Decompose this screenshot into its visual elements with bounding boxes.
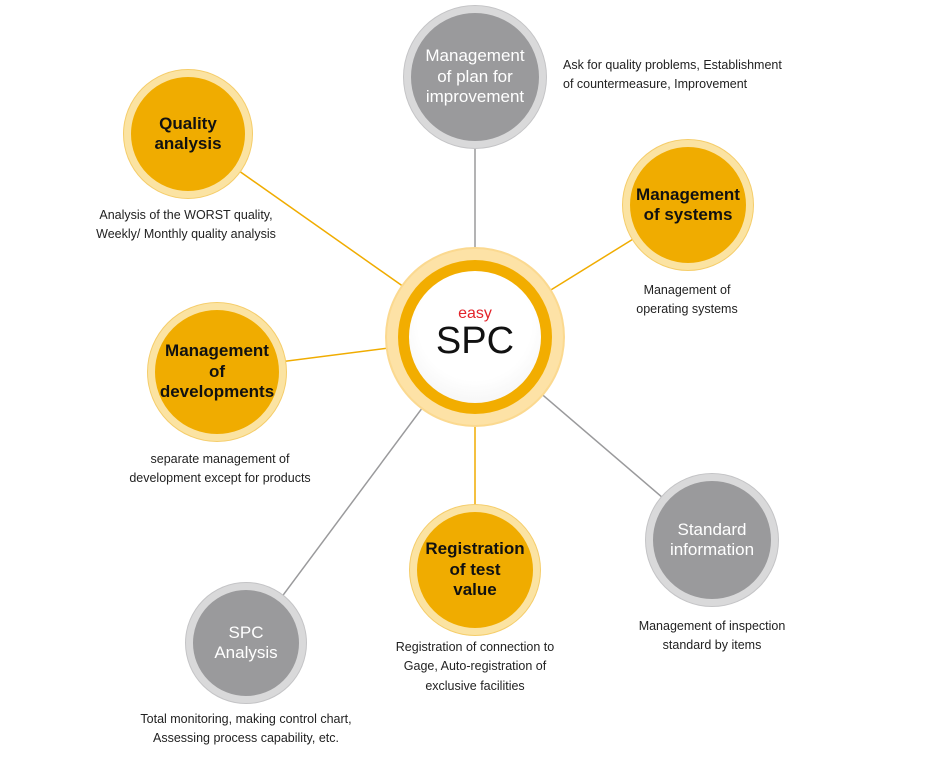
node-label: Management of plan for improvement	[425, 46, 525, 107]
node-label: Registration of test value	[425, 539, 525, 600]
desc-plan-improvement: Ask for quality problems, Establishment …	[563, 58, 782, 92]
desc-management-systems: Management of operating systems	[636, 283, 738, 317]
desc-quality-analysis: Analysis of the WORST quality, Weekly/ M…	[96, 208, 276, 242]
desc-registration-test-value: Registration of connection to Gage, Auto…	[395, 640, 555, 693]
node-label: Management of systems	[636, 184, 740, 224]
desc-standard-information: Management of inspection standard by ite…	[638, 619, 786, 653]
center-title: SPC	[435, 320, 515, 363]
center-prefix: easy	[458, 305, 492, 323]
node-label: Standard information	[669, 519, 755, 559]
desc-management-developments: separate management of development excep…	[129, 452, 311, 486]
node-management-systems: Management of systems	[623, 140, 753, 270]
node-label: Quality analysis	[154, 113, 222, 153]
node-plan-improvement: Management of plan for improvement	[404, 6, 546, 148]
center-hub: easy SPC	[409, 271, 541, 403]
node-label: SPC Analysis	[214, 622, 278, 662]
node-management-developments: Management of developments	[148, 303, 286, 441]
node-label: Management of developments	[159, 341, 275, 402]
node-standard-information: Standard information	[646, 474, 778, 606]
node-registration-test-value: Registration of test value	[410, 505, 540, 635]
desc-spc-analysis: Total monitoring, making control chart, …	[140, 712, 352, 746]
node-quality-analysis: Quality analysis	[124, 70, 252, 198]
node-spc-analysis: SPC Analysis	[186, 583, 306, 703]
